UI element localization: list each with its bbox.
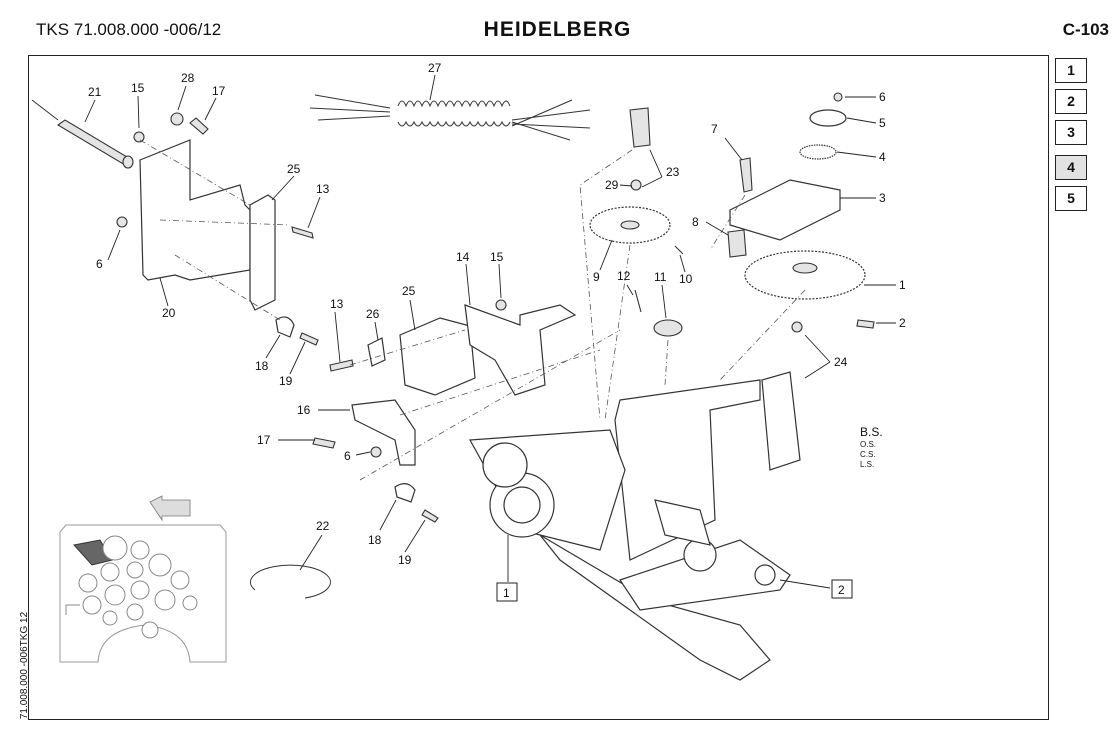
screw-17-b — [312, 437, 336, 449]
screw-19-bottom — [421, 509, 439, 523]
callout-17: 17 — [212, 84, 226, 98]
page-code: C-103 — [1062, 20, 1109, 39]
callout-25: 25 — [287, 162, 301, 176]
callout-13-b: 13 — [330, 297, 344, 311]
callout-14: 14 — [456, 250, 470, 264]
callout-leaders — [84, 74, 896, 589]
clip-18-top — [275, 316, 295, 338]
rod-21 — [31, 99, 134, 169]
gear-9 — [589, 206, 671, 244]
connector-25-left — [249, 194, 276, 311]
callout-6: 6 — [96, 257, 103, 271]
knob-11 — [653, 319, 683, 337]
tab-5[interactable]: 5 — [1055, 186, 1087, 211]
callout-15-b: 15 — [490, 250, 504, 264]
nut-24 — [791, 321, 803, 333]
legend-os: O.S. — [860, 440, 876, 449]
drawing-frame — [28, 55, 1049, 720]
screw-10 — [674, 245, 684, 255]
tab-4[interactable]: 4 — [1055, 155, 1087, 180]
callout-19-b: 19 — [398, 553, 412, 567]
callout-24: 24 — [834, 355, 848, 369]
callout-28: 28 — [181, 71, 195, 85]
tab-2[interactable]: 2 — [1055, 89, 1087, 114]
screw-7 — [739, 157, 753, 193]
gear-1 — [744, 250, 866, 300]
callout-22: 22 — [316, 519, 330, 533]
machine-locator-inset — [59, 495, 227, 663]
callout-19: 19 — [279, 374, 293, 388]
callout-26: 26 — [366, 307, 380, 321]
plate-14 — [464, 304, 577, 396]
callout-15: 15 — [131, 81, 145, 95]
callout-9: 9 — [593, 270, 600, 284]
callout-29: 29 — [605, 178, 619, 192]
callout-3: 3 — [879, 191, 886, 205]
screw-13-mid — [329, 359, 354, 372]
washer-28 — [170, 112, 184, 126]
callout-4: 4 — [879, 150, 886, 164]
connector-25-center — [399, 317, 476, 396]
callout-21: 21 — [88, 85, 102, 99]
callout-17-b: 17 — [257, 433, 271, 447]
nut-6-c — [833, 92, 843, 102]
disc-5 — [809, 109, 847, 127]
washer-29 — [630, 179, 642, 191]
callout-8: 8 — [692, 215, 699, 229]
motor-23 — [629, 107, 651, 148]
motor-24 — [761, 371, 801, 471]
ref-box-2-label: 2 — [838, 583, 845, 597]
ref-box-2 — [831, 579, 853, 599]
clip-18-bottom — [394, 483, 416, 503]
legend-cs: C.S. — [860, 450, 876, 459]
direction-arrow-icon — [149, 495, 191, 522]
gear-4 — [799, 144, 837, 160]
callout-25-b: 25 — [402, 284, 416, 298]
callout-7: 7 — [711, 122, 718, 136]
ref-box-1-label: 1 — [503, 586, 510, 600]
cable-harness-27 — [309, 94, 591, 141]
bracket-16 — [351, 399, 416, 466]
callout-23: 23 — [666, 165, 680, 179]
callout-2: 2 — [899, 316, 906, 330]
callout-16: 16 — [297, 403, 311, 417]
tab-3[interactable]: 3 — [1055, 120, 1087, 145]
legend-bs: B.S. — [860, 425, 883, 439]
callout-27: 27 — [428, 61, 442, 75]
screw-2 — [856, 319, 875, 329]
assembly-guide-lines — [139, 139, 806, 481]
callout-6-b: 6 — [344, 449, 351, 463]
screw-17 — [189, 117, 209, 135]
nut-6 — [116, 216, 128, 228]
bracket-plate-20 — [139, 139, 251, 281]
legend-ls: L.S. — [860, 460, 874, 469]
spacer-8 — [727, 229, 747, 258]
plate-3 — [729, 179, 841, 241]
callout-10: 10 — [679, 272, 693, 286]
screw-13-top — [291, 226, 314, 239]
clamp-26 — [367, 337, 386, 367]
callout-13: 13 — [316, 182, 330, 196]
callout-1: 1 — [899, 278, 906, 292]
nut-15 — [133, 131, 145, 143]
nut-15-b — [495, 299, 507, 311]
nut-6-b — [370, 446, 382, 458]
callout-12: 12 — [617, 269, 631, 283]
document-number: TKS 71.008.000 -006/12 — [36, 20, 222, 39]
tab-1[interactable]: 1 — [1055, 58, 1087, 83]
callout-18: 18 — [255, 359, 269, 373]
callout-6-c: 6 — [879, 90, 886, 104]
screw-19-top — [299, 332, 319, 346]
pin-12 — [634, 289, 642, 313]
snap-ring-22 — [250, 564, 331, 599]
ref-box-1 — [496, 582, 518, 602]
callout-11: 11 — [654, 270, 667, 284]
main-frame-assembly — [469, 379, 791, 681]
callout-5: 5 — [879, 116, 886, 130]
callout-20: 20 — [162, 306, 176, 320]
callout-18-b: 18 — [368, 533, 382, 547]
